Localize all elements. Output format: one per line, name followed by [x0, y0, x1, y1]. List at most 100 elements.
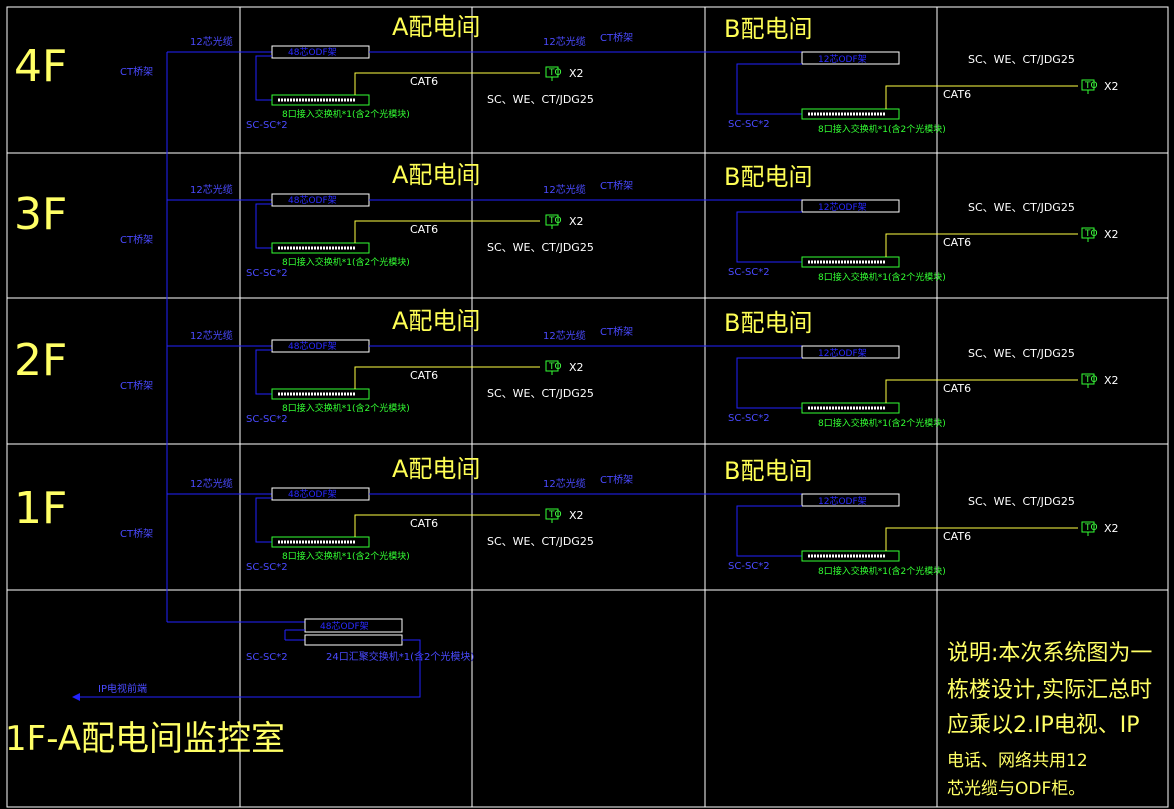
to-a-label: TO	[548, 362, 562, 372]
room-b-title: B配电间	[724, 15, 812, 43]
sc-b-label: SC-SC*2	[728, 561, 770, 572]
control-odf-box	[304, 618, 403, 633]
conduit-a-label: SC、WE、CT/JDG25	[487, 535, 594, 548]
to-b-label: TO	[1084, 229, 1098, 239]
conduit-a-label: SC、WE、CT/JDG25	[487, 93, 594, 106]
cat6-a-label: CAT6	[410, 517, 438, 530]
note-line-3: 应乘以2.IP电视、IP	[947, 713, 1140, 738]
odf-a-label: 48芯ODF架	[288, 194, 337, 206]
switch-a-label: 8口接入交换机*1(含2个光模块)	[282, 108, 410, 120]
switch-a-label: 8口接入交换机*1(含2个光模块)	[282, 550, 410, 562]
sc-b-label: SC-SC*2	[728, 413, 770, 424]
control-sc-label: SC-SC*2	[246, 652, 288, 663]
conduit-a-label: SC、WE、CT/JDG25	[487, 241, 594, 254]
ct-bridge-label-b: CT桥架	[600, 32, 633, 44]
room-a-title: A配电间	[392, 13, 480, 41]
room-b-title: B配电间	[724, 457, 812, 485]
floor-row-4f: 4F A配电间 B配电间 12芯光缆 CT桥架 48芯ODF架 12芯光缆 CT桥架 8口接入交…	[14, 13, 1119, 135]
odf-b-box	[801, 199, 900, 213]
odf-a-label: 48芯ODF架	[288, 340, 337, 352]
ct-bridge-label-b: CT桥架	[600, 326, 633, 338]
sc-a-label: SC-SC*2	[246, 414, 288, 425]
odf-b-label: 12芯ODF架	[818, 347, 867, 359]
odf-b-label: 12芯ODF架	[818, 53, 867, 65]
odf-b-box	[801, 345, 900, 359]
x2-a-label: X2	[569, 67, 584, 80]
x2-b-label: X2	[1104, 228, 1119, 241]
switch-a-label: 8口接入交换机*1(含2个光模块)	[282, 256, 410, 268]
note-line-5: 芯光缆与ODF柜。	[947, 779, 1085, 799]
cat6-a-label: CAT6	[410, 75, 438, 88]
x2-a-label: X2	[569, 361, 584, 374]
switch-b-label: 8口接入交换机*1(含2个光模块)	[818, 417, 946, 429]
grid-lines	[6, 6, 1169, 808]
fiber-label-b: 12芯光缆	[543, 35, 586, 48]
ct-bridge-label-b: CT桥架	[600, 474, 633, 486]
switch-a-label: 8口接入交换机*1(含2个光模块)	[282, 402, 410, 414]
odf-a-label: 48芯ODF架	[288, 488, 337, 500]
floor-label: 3F	[14, 189, 67, 240]
floor-row-1f: 1F A配电间 B配电间 12芯光缆 CT桥架 48芯ODF架 12芯光缆 CT桥架 8口接入交…	[14, 455, 1119, 577]
floor-label: 1F	[14, 483, 67, 534]
cat6-b-label: CAT6	[943, 236, 971, 249]
odf-b-box	[801, 51, 900, 65]
sc-b-label: SC-SC*2	[728, 267, 770, 278]
fiber-label-a: 12芯光缆	[190, 477, 233, 490]
room-b-title: B配电间	[724, 163, 812, 191]
conduit-b-label: SC、WE、CT/JDG25	[968, 495, 1075, 508]
floor-label: 2F	[14, 335, 67, 386]
x2-a-label: X2	[569, 509, 584, 522]
x2-b-label: X2	[1104, 522, 1119, 535]
conduit-b-label: SC、WE、CT/JDG25	[968, 347, 1075, 360]
switch-b-label: 8口接入交换机*1(含2个光模块)	[818, 271, 946, 283]
conduit-b-label: SC、WE、CT/JDG25	[968, 201, 1075, 214]
ct-bridge-label-a: CT桥架	[120, 528, 153, 540]
fiber-label-a: 12芯光缆	[190, 183, 233, 196]
fiber-label-a: 12芯光缆	[190, 329, 233, 342]
sc-a-label: SC-SC*2	[246, 120, 288, 131]
to-b-label: TO	[1084, 523, 1098, 533]
design-note: 说明:本次系统图为一 栋楼设计,实际汇总时 应乘以2.IP电视、IP 电话、网络…	[947, 641, 1152, 799]
fiber-label-b: 12芯光缆	[543, 477, 586, 490]
cat6-b-label: CAT6	[943, 88, 971, 101]
to-a-label: TO	[548, 216, 562, 226]
odf-b-box	[801, 493, 900, 507]
fiber-label-b: 12芯光缆	[543, 329, 586, 342]
fiber-label-b: 12芯光缆	[543, 183, 586, 196]
ct-bridge-label-a: CT桥架	[120, 234, 153, 246]
note-line-2: 栋楼设计,实际汇总时	[947, 678, 1152, 703]
conduit-a-label: SC、WE、CT/JDG25	[487, 387, 594, 400]
x2-b-label: X2	[1104, 80, 1119, 93]
ct-bridge-label-b: CT桥架	[600, 180, 633, 192]
conduit-b-label: SC、WE、CT/JDG25	[968, 53, 1075, 66]
cat6-a-label: CAT6	[410, 369, 438, 382]
fiber-trunk	[166, 52, 305, 623]
switch-b-label: 8口接入交换机*1(含2个光模块)	[818, 123, 946, 135]
floor-row-3f: 3F A配电间 B配电间 12芯光缆 CT桥架 48芯ODF架 12芯光缆 CT桥架 8口接入交…	[14, 161, 1119, 283]
note-line-1: 说明:本次系统图为一	[947, 641, 1152, 666]
switch-b-label: 8口接入交换机*1(含2个光模块)	[818, 565, 946, 577]
ct-bridge-label-a: CT桥架	[120, 380, 153, 392]
control-odf-label: 48芯ODF架	[320, 620, 369, 632]
odf-b-label: 12芯ODF架	[818, 495, 867, 507]
to-a-label: TO	[548, 510, 562, 520]
ct-bridge-label-a: CT桥架	[120, 66, 153, 78]
room-a-title: A配电间	[392, 307, 480, 335]
odf-b-label: 12芯ODF架	[818, 201, 867, 213]
floor-label: 4F	[14, 41, 67, 92]
cat6-b-label: CAT6	[943, 382, 971, 395]
to-a-label: TO	[548, 68, 562, 78]
sc-a-label: SC-SC*2	[246, 268, 288, 279]
sc-b-label: SC-SC*2	[728, 119, 770, 130]
x2-a-label: X2	[569, 215, 584, 228]
floor-row-2f: 2F A配电间 B配电间 12芯光缆 CT桥架 48芯ODF架 12芯光缆 CT桥架 8口接入交…	[14, 307, 1119, 429]
room-b-title: B配电间	[724, 309, 812, 337]
control-switch-box	[304, 634, 403, 646]
control-room: 48芯ODF架 24口汇聚交换机*1(含2个光模块) SC-SC*2 IP电视前…	[5, 618, 474, 759]
fiber-label-a: 12芯光缆	[190, 35, 233, 48]
cat6-b-label: CAT6	[943, 530, 971, 543]
room-a-title: A配电间	[392, 455, 480, 483]
room-a-title: A配电间	[392, 161, 480, 189]
odf-a-label: 48芯ODF架	[288, 46, 337, 58]
